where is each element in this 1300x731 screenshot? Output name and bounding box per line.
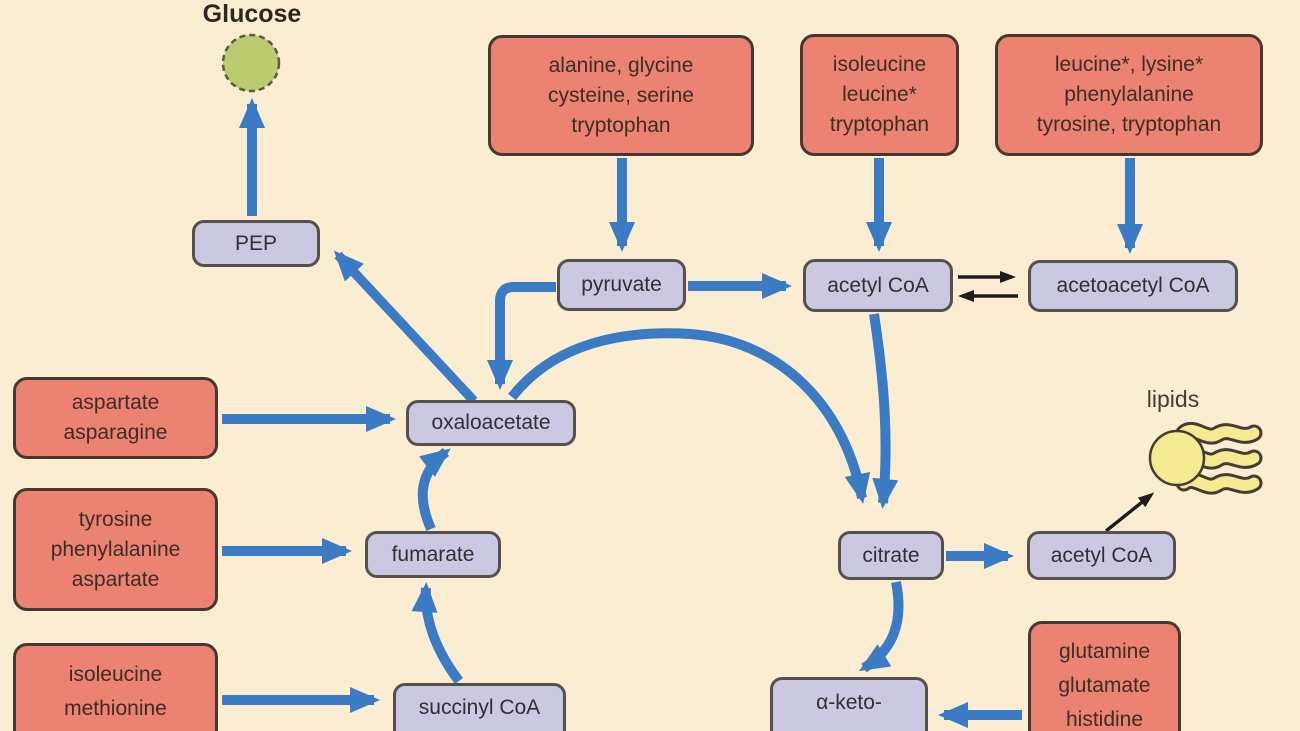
group-line: tryptophan xyxy=(571,113,671,137)
metabolite-box-oxaloacetate: oxaloacetate xyxy=(406,400,576,446)
metabolite-label: acetyl CoA xyxy=(827,273,929,297)
group-box-to-alphaketoglutarate: glutamine glutamate histidine xyxy=(1028,621,1181,731)
metabolite-box-fumarate: fumarate xyxy=(365,531,501,578)
glucose-label: Glucose xyxy=(202,0,302,28)
group-line: histidine xyxy=(1065,708,1144,731)
arrow-acetylcoa-to-lipids xyxy=(1104,492,1155,533)
arrow-pyruvate-to-oxaloacetate xyxy=(487,282,556,390)
lipids-label: lipids xyxy=(1146,386,1200,412)
metabolite-label: succinyl CoA xyxy=(418,696,541,719)
group-line: aspartate xyxy=(71,567,160,591)
metabolite-label: citrate xyxy=(862,543,920,567)
metabolite-box-citrate: citrate xyxy=(838,531,944,580)
group-line: aspartate xyxy=(71,391,160,414)
group-box-to-pyruvate: alanine, glycine cysteine, serine trypto… xyxy=(488,35,754,156)
group-line: asparagine xyxy=(63,421,168,444)
group-line: tyrosine, tryptophan xyxy=(1036,113,1222,136)
group-line: isoleucine xyxy=(832,53,927,76)
metabolite-label: acetyl CoA xyxy=(1050,543,1153,567)
arc-citrate-to-alphaketoglutarate xyxy=(858,581,904,673)
arrow-oxaloacetate-to-pep xyxy=(333,250,478,405)
metabolite-box-pyruvate: pyruvate xyxy=(557,259,686,311)
metabolite-box-pep: PEP xyxy=(192,220,320,267)
glucose-circle-icon xyxy=(221,33,281,93)
metabolite-box-succinylcoa: succinyl CoA xyxy=(393,683,566,731)
arc-oxaloacetate-to-citrate xyxy=(508,328,871,504)
metabolite-box-alphaketoglutarate: α-keto- xyxy=(770,677,928,731)
group-box-to-succinylcoa: isoleucine methionine xyxy=(13,643,218,731)
arc-fumarate-to-oxaloacetate xyxy=(417,448,451,532)
group-line: leucine* xyxy=(842,83,917,106)
metabolite-box-acetylcoa-lipid: acetyl CoA xyxy=(1027,531,1176,580)
group-line: cysteine, serine xyxy=(548,83,694,107)
group-line: phenylalanine xyxy=(1064,83,1194,106)
group-line: glutamate xyxy=(1058,674,1151,697)
lipids-icon xyxy=(1148,422,1263,495)
arrow-acetylcoa-to-citrate xyxy=(869,313,899,509)
group-line: phenylalanine xyxy=(50,537,181,561)
group-box-to-acetoacetylcoa: leucine*, lysine* phenylalanine tyrosine… xyxy=(995,34,1263,156)
group-line: isoleucine xyxy=(68,663,163,686)
metabolite-label: PEP xyxy=(234,231,278,255)
group-box-to-oxaloacetate: aspartate asparagine xyxy=(13,377,218,459)
metabolite-label: fumarate xyxy=(391,542,475,566)
arc-succinylcoa-to-fumarate xyxy=(411,582,463,685)
group-line: methionine xyxy=(64,697,167,720)
metabolite-label: oxaloacetate xyxy=(431,411,551,434)
group-box-to-acetylcoa: isoleucine leucine* tryptophan xyxy=(800,34,959,156)
group-line: alanine, glycine xyxy=(548,53,694,77)
metabolite-label: α-keto- xyxy=(816,691,882,714)
metabolite-label: acetoacetyl CoA xyxy=(1056,274,1210,297)
group-line: leucine*, lysine* xyxy=(1054,53,1204,76)
group-line: glutamine xyxy=(1058,640,1151,663)
group-box-to-fumarate: tyrosine phenylalanine aspartate xyxy=(13,488,218,611)
group-line: tryptophan xyxy=(829,113,930,136)
metabolite-box-acetylcoa: acetyl CoA xyxy=(803,259,953,312)
metabolite-label: pyruvate xyxy=(581,273,662,296)
metabolite-box-acetoacetylcoa: acetoacetyl CoA xyxy=(1028,260,1238,312)
group-line: tyrosine xyxy=(78,507,153,531)
